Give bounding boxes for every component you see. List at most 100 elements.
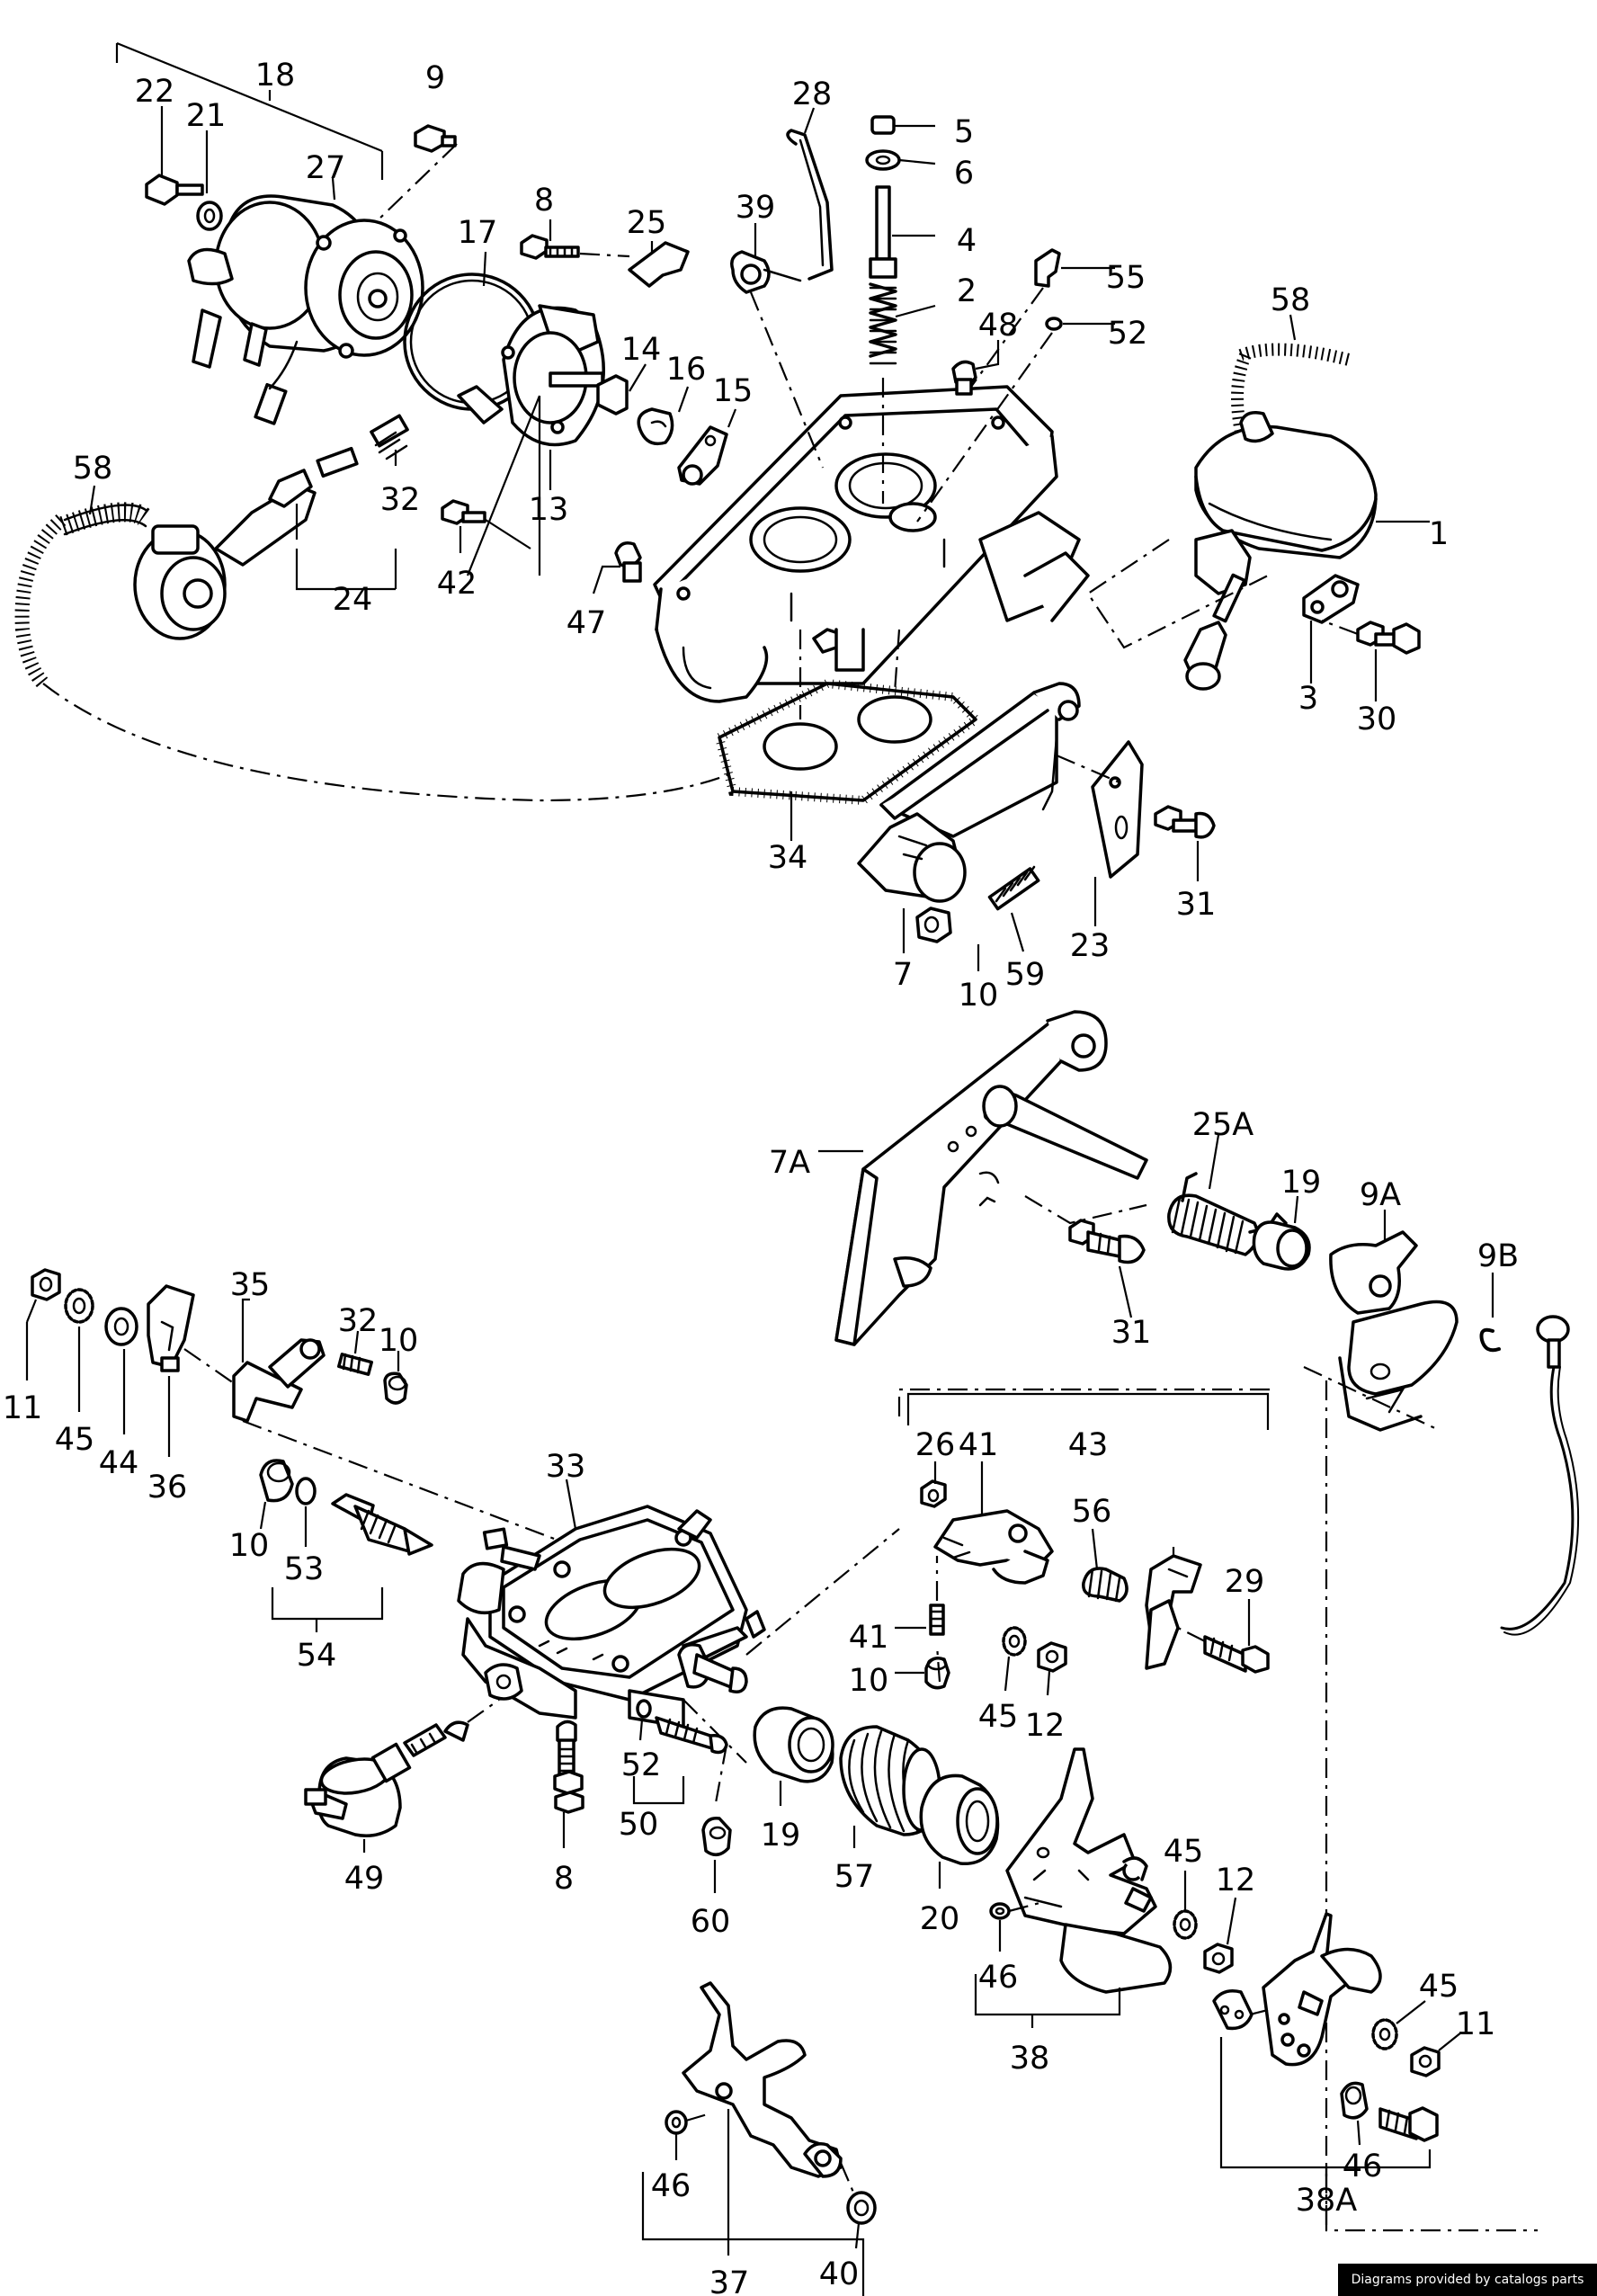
bushing-19-lower (753, 1706, 834, 1806)
part-callout-25: 25 (627, 205, 667, 241)
spring-59 (987, 865, 1040, 952)
oring-53 (295, 1477, 317, 1547)
part-callout-17: 17 (458, 215, 498, 251)
part-callout-12: 12 (1025, 1708, 1066, 1744)
nut-10-top (915, 907, 980, 971)
screw-9 (414, 124, 457, 153)
part-callout-10: 10 (959, 978, 999, 1014)
vacuum-diaphragm (133, 446, 359, 640)
part-callout-16: 16 (666, 352, 707, 388)
part-callout-41: 41 (849, 1620, 889, 1656)
lever-15 (677, 425, 728, 486)
bolt-38a (1378, 2106, 1439, 2142)
part-callout-46: 46 (651, 2168, 691, 2204)
screw-22 (145, 174, 204, 206)
part-callout-28: 28 (792, 76, 833, 112)
part-callout-14: 14 (621, 332, 662, 368)
washer-6 (865, 149, 901, 171)
cap-10-right (895, 1657, 950, 1690)
vacuum-unit-1 (1086, 314, 1430, 691)
lockwasher-45-38 (1173, 1871, 1198, 1940)
part-callout-7a: 7A (769, 1145, 810, 1181)
part-callout-10: 10 (229, 1528, 270, 1564)
nut-12-right (1037, 1641, 1067, 1696)
part-callout-10: 10 (849, 1663, 889, 1699)
part-callout-11: 11 (1456, 2006, 1496, 2042)
part-callout-38: 38 (1010, 2041, 1050, 2077)
part-callout-45: 45 (55, 1422, 95, 1458)
lever-9a (1303, 1210, 1459, 1432)
nut-26 (920, 1461, 947, 1508)
part-callout-19: 19 (761, 1818, 801, 1854)
part-callout-32: 32 (380, 482, 421, 518)
jet-41-lower (895, 1556, 945, 1636)
choke-housing-assembly (115, 41, 458, 425)
part-callout-34: 34 (768, 840, 808, 876)
screw-31-top (1154, 805, 1216, 881)
choke-cable (1500, 1315, 1580, 1636)
nut-12-38 (1203, 1897, 1237, 1974)
screw-31-mid (1068, 1219, 1146, 1318)
cap-5 (870, 115, 896, 135)
part-callout-24: 24 (333, 582, 373, 618)
part-callout-55: 55 (1106, 260, 1146, 296)
part-callout-6: 6 (954, 156, 974, 192)
part-callout-2: 2 (957, 273, 977, 309)
part-callout-45: 45 (978, 1699, 1019, 1735)
lever-35 (232, 1298, 576, 1549)
lockwasher-45-38a (1371, 2000, 1426, 2050)
clip-16 (637, 407, 674, 446)
screw-48 (951, 340, 1000, 396)
needle-4 (875, 185, 891, 261)
part-callout-7: 7 (893, 957, 913, 993)
part-callout-9a: 9A (1360, 1177, 1401, 1213)
part-callout-47: 47 (567, 605, 607, 641)
nut-11-38a (1410, 2032, 1462, 2077)
part-callout-10: 10 (379, 1323, 419, 1359)
part-callout-29: 29 (1225, 1564, 1265, 1600)
screw-8-top (520, 234, 580, 260)
part-callout-37: 37 (709, 2265, 750, 2296)
part-callout-58: 58 (1271, 282, 1311, 318)
carburetor-lower-body-33 (457, 1479, 900, 1764)
part-callout-11: 11 (3, 1390, 43, 1426)
lever-set-38 (974, 1747, 1237, 2028)
lever-41 (933, 1461, 1054, 1585)
jet-32-left (337, 1330, 373, 1376)
lever-set-38a (1212, 1912, 1462, 2230)
part-callout-56: 56 (1072, 1494, 1112, 1530)
part-callout-54: 54 (297, 1638, 337, 1674)
oring-52-lower (636, 1699, 652, 1741)
ring-40 (846, 2191, 877, 2249)
shaft (982, 1085, 1148, 1225)
clip-55 (970, 248, 1115, 388)
part-callout-52: 52 (621, 1747, 662, 1783)
screw-50 (632, 1716, 728, 1809)
washer-46-38 (989, 1900, 1044, 1952)
lever-29-arm (1145, 1547, 1202, 1670)
part-callout-60: 60 (691, 1904, 731, 1940)
part-callout-25a: 25A (1192, 1107, 1254, 1143)
cutoff-valve-49 (304, 1699, 500, 1853)
part-callout-21: 21 (186, 98, 227, 134)
part-callout-30: 30 (1357, 701, 1397, 737)
part-callout-58: 58 (73, 451, 113, 487)
part-callout-39: 39 (736, 190, 776, 226)
part-callout-8: 8 (554, 1861, 574, 1897)
part-callout-38a: 38A (1296, 2183, 1358, 2219)
part-callout-1: 1 (1429, 516, 1449, 552)
spring-2 (869, 282, 897, 365)
diaphragm-housing-13 (457, 304, 605, 447)
part-callout-46: 46 (1343, 2149, 1383, 2184)
bracket-25 (628, 241, 690, 288)
part-callout-49: 49 (344, 1861, 385, 1897)
bushing-19-top (1252, 1195, 1311, 1271)
part-callout-19: 19 (1281, 1165, 1322, 1201)
cap-10-lower (259, 1459, 294, 1530)
part-callout-31: 31 (1111, 1315, 1152, 1351)
part-callout-44: 44 (99, 1445, 139, 1481)
part-callout-53: 53 (284, 1551, 325, 1587)
vacuum-unit-24 (14, 414, 752, 802)
